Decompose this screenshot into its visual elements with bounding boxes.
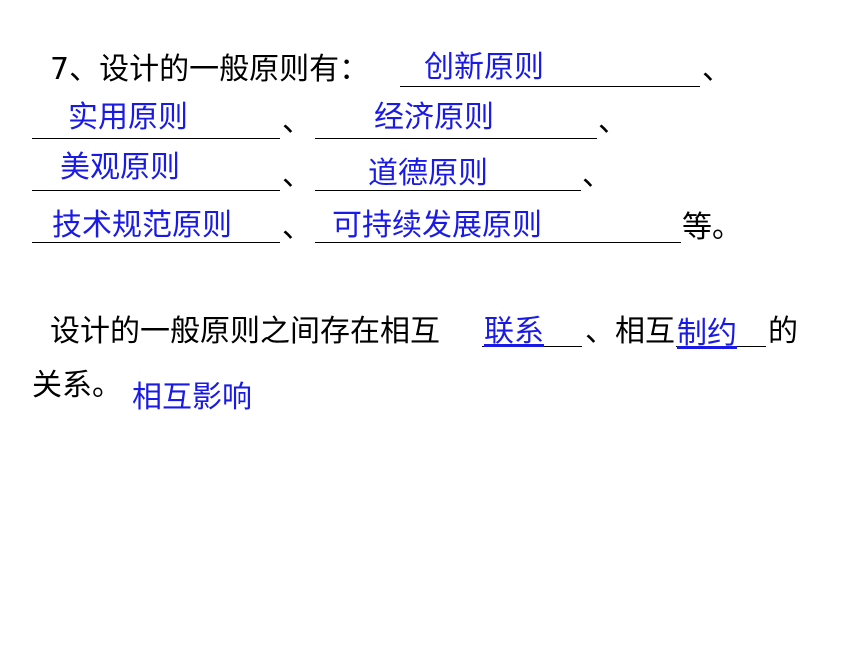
separator: 、 — [282, 158, 312, 193]
answer-restriction: 制约 — [677, 316, 737, 351]
separator: 、 — [582, 158, 612, 193]
relation-blank-1 — [482, 346, 582, 347]
separator: 、 — [282, 210, 312, 245]
answer-blank-6 — [32, 242, 280, 243]
relation-text-c: 的 — [768, 314, 798, 349]
question-intro: 7、设计的一般原则有： — [50, 52, 370, 87]
answer-mutual-influence: 相互影响 — [132, 380, 252, 415]
answer-economic: 经济原则 — [374, 100, 494, 135]
answer-blank-5 — [315, 190, 581, 191]
answer-innovation: 创新原则 — [424, 50, 544, 85]
answer-blank-2 — [32, 138, 280, 139]
separator: 、 — [702, 52, 732, 87]
question-end: 等。 — [682, 210, 742, 245]
answer-sustainable: 可持续发展原则 — [332, 208, 542, 243]
relation-text-a: 设计的一般原则之间存在相互 — [50, 314, 440, 349]
separator: 、 — [282, 104, 312, 139]
relation-text-b: 、相互 — [585, 314, 675, 349]
answer-practical: 实用原则 — [68, 100, 188, 135]
answer-blank-7 — [315, 242, 681, 243]
answer-aesthetic: 美观原则 — [60, 150, 180, 185]
separator: 、 — [598, 104, 628, 139]
answer-blank-1 — [400, 86, 700, 87]
answer-moral: 道德原则 — [368, 156, 488, 191]
answer-connection: 联系 — [484, 314, 544, 349]
answer-blank-4 — [32, 190, 280, 191]
answer-blank-3 — [315, 138, 597, 139]
answer-technical-standard: 技术规范原则 — [52, 208, 232, 243]
relation-blank-2 — [676, 346, 766, 347]
relation-text-d: 关系。 — [32, 368, 122, 403]
